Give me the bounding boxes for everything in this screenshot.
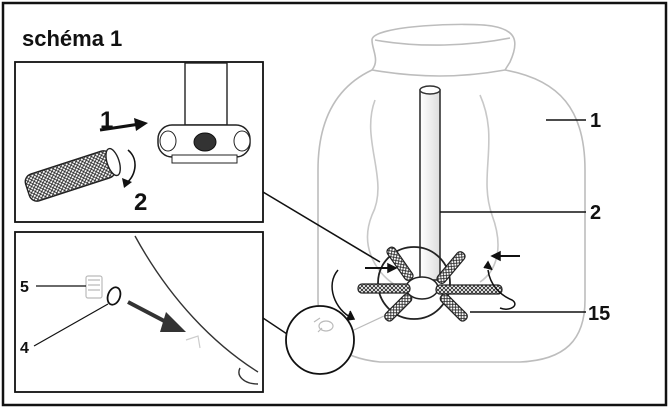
lateral-cylinder	[24, 147, 121, 202]
pipe-stub	[184, 62, 228, 126]
laterals	[357, 246, 503, 322]
hub-socket-center	[193, 132, 217, 152]
drain-leader-line	[262, 317, 291, 337]
callout-leaders-right	[440, 119, 586, 313]
detail-leader-line	[262, 191, 381, 263]
hub-socket-left	[159, 130, 177, 152]
drain-magnifier-circle	[285, 305, 355, 375]
hub-magnifier-circle	[377, 246, 451, 320]
o-ring	[106, 286, 122, 306]
callout-5: 5	[20, 279, 29, 296]
insert-arrow	[99, 122, 141, 132]
lateral-left	[357, 283, 411, 294]
drain-port	[313, 317, 334, 333]
insert-direction-arrow	[127, 300, 171, 326]
detail-panel-assembly	[14, 61, 264, 223]
hub-socket-right	[233, 130, 251, 152]
step-1-label: 1	[100, 107, 113, 134]
title: schéma 1	[22, 26, 122, 51]
detail-panel-tank-bottom	[14, 231, 264, 393]
drain-plug	[85, 275, 103, 299]
lateral-upper-left	[386, 246, 414, 281]
drain-connector	[353, 315, 385, 331]
callout-15: 15	[588, 303, 610, 325]
step-2-label: 2	[134, 189, 147, 216]
lateral-right	[435, 284, 503, 295]
lateral-lower-right	[439, 293, 468, 322]
rotation-arrows	[331, 250, 520, 321]
hub-base	[171, 154, 238, 164]
lateral-lower-left	[384, 293, 413, 322]
lateral-upper-right	[436, 251, 466, 284]
callout-2: 2	[590, 202, 601, 224]
callout-1: 1	[590, 110, 601, 132]
callout-4: 4	[20, 340, 29, 357]
